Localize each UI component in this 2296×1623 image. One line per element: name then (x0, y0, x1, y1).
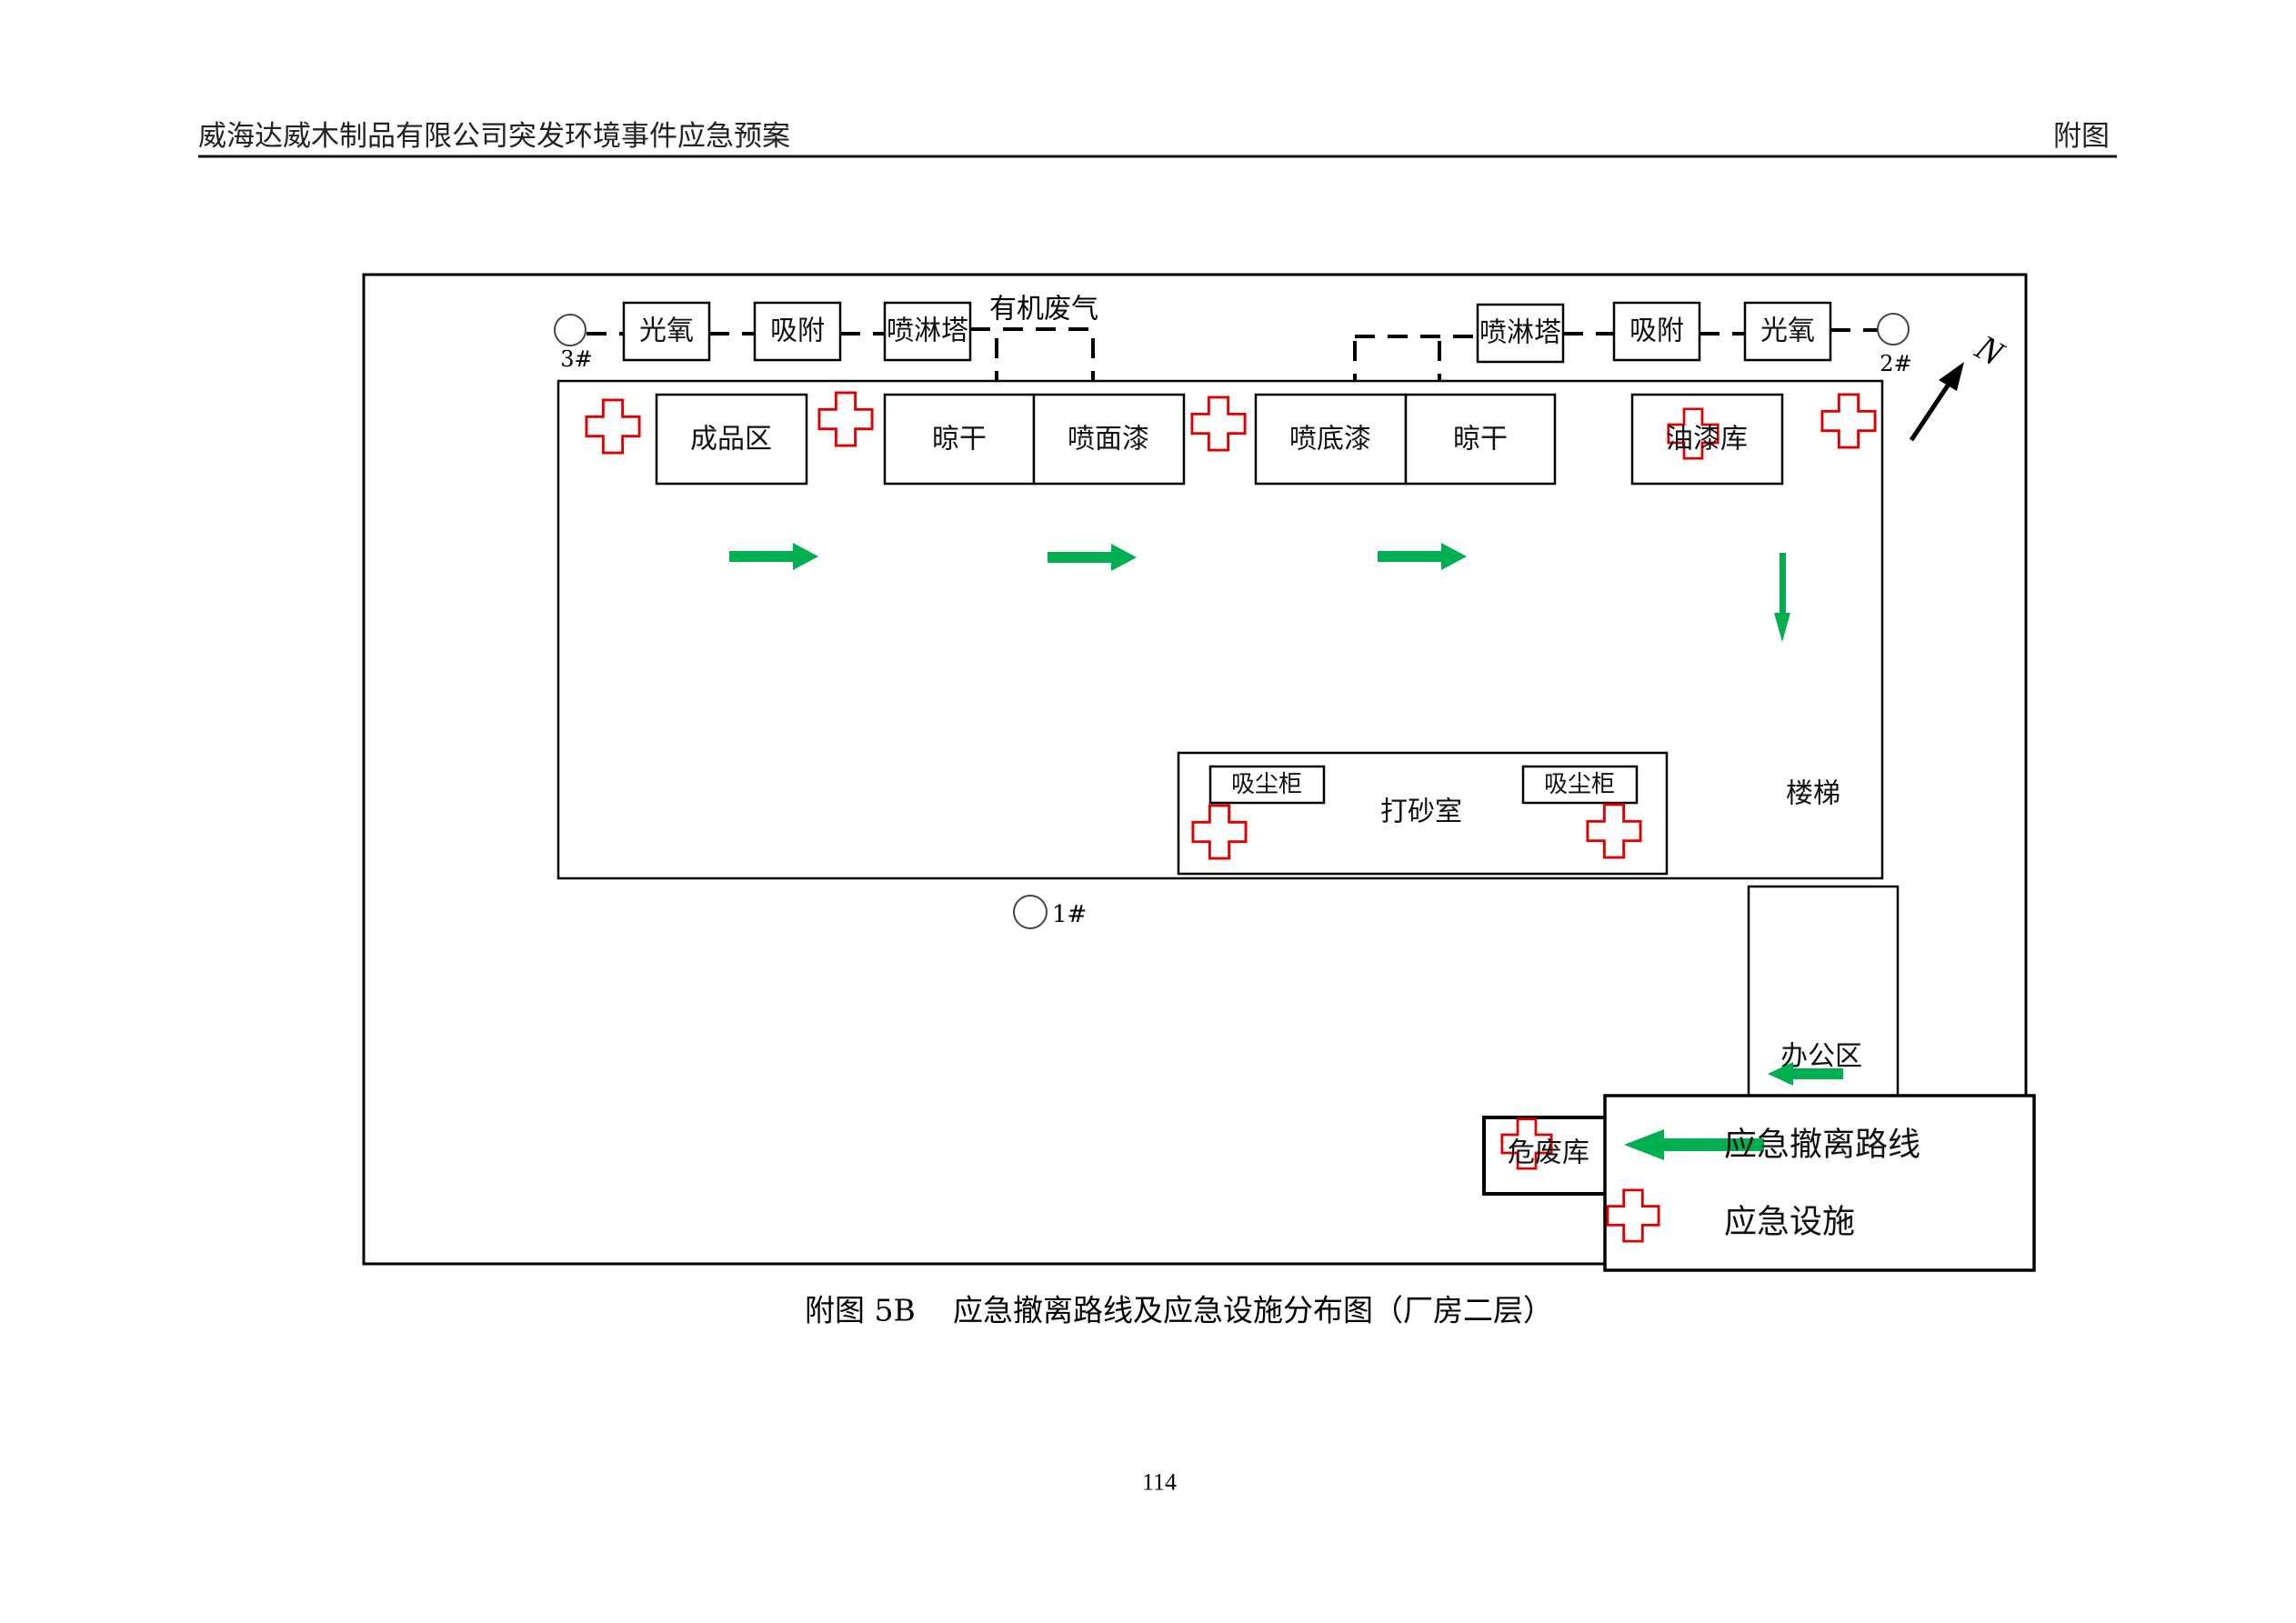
room-drying-1-label: 晾干 (932, 424, 987, 456)
route-arrow-right-icon (1048, 544, 1137, 571)
hazardous-waste-label: 危废库 (1508, 1137, 1589, 1169)
room-primer (1254, 393, 1408, 486)
room-finished-goods-label: 成品区 (690, 424, 772, 456)
treatment-label: 光氧 (639, 316, 694, 347)
treatment-label: 喷淋塔 (1479, 317, 1561, 349)
north-arrow: N (1909, 326, 2012, 442)
figure-caption: 附图 5B 应急撤离路线及应急设施分布图（厂房二层） (805, 1293, 1553, 1328)
dust-cabinet-label: 吸尘柜 (1231, 771, 1302, 798)
route-arrow-down-icon (1774, 553, 1790, 642)
exhaust-treatment-right: 喷淋塔 吸附 光氧 2# (1353, 301, 1912, 395)
route-arrow-right-icon (1378, 543, 1467, 570)
route-arrow-left-icon (1768, 1062, 1843, 1086)
treatment-label: 喷淋塔 (887, 316, 968, 347)
north-label: N (1968, 326, 2011, 375)
outlet-1-label: 1# (1052, 901, 1087, 928)
legend: 应急撤离路线 应急设施 (1603, 1094, 2036, 1272)
room-paint-store (1630, 393, 1784, 486)
treatment-label: 吸附 (770, 316, 825, 347)
caption-figure-no: 附图 5B (805, 1293, 916, 1328)
dust-cabinet (1521, 765, 1639, 805)
dust-cabinet (1208, 765, 1326, 805)
page-number: 114 (1142, 1469, 1177, 1496)
treatment-label: 吸附 (1629, 316, 1684, 347)
outlet-3-label: 3# (560, 346, 592, 372)
outlet-2-label: 2# (1880, 351, 1911, 376)
treatment-box (883, 301, 972, 362)
page-header: 威海达威木制品有限公司突发环境事件应急预案 附图 (198, 120, 2117, 158)
room-finished-goods (655, 393, 808, 486)
hazardous-waste-store (1482, 1116, 1613, 1196)
room-topcoat (1032, 393, 1186, 486)
room-paint-store-label: 油漆库 (1666, 424, 1748, 456)
room-drying-2-label: 晾干 (1453, 424, 1508, 456)
header-section: 附图 (2053, 120, 2110, 153)
exhaust-treatment-left: 3# 光氧 吸附 喷淋塔 有机废气 (554, 294, 1098, 395)
dust-cabinet-label: 吸尘柜 (1544, 771, 1615, 798)
stairs-label: 楼梯 (1786, 778, 1840, 810)
exhaust-label: 有机废气 (989, 294, 1098, 326)
sanding-room: 吸尘柜 吸尘柜 打砂室 (1177, 751, 1669, 876)
room-primer-label: 喷底漆 (1289, 424, 1371, 456)
room-sanding-label: 打砂室 (1380, 796, 1462, 828)
office-label: 办公区 (1780, 1041, 1862, 1073)
route-arrow-right-icon (729, 543, 818, 570)
north-arrow-head (1939, 362, 1964, 391)
room-topcoat-label: 喷面漆 (1068, 424, 1149, 456)
legend-route-label: 应急撤离路线 (1724, 1127, 1920, 1164)
legend-box (1603, 1094, 2036, 1272)
site-boundary (362, 273, 2028, 1266)
header-title: 威海达威木制品有限公司突发环境事件应急预案 (198, 120, 790, 153)
treatment-box (622, 301, 711, 362)
production-rooms: 成品区 晾干 喷面漆 喷底漆 晾干 油漆库 (655, 393, 1784, 486)
legend-route-arrow-icon (1624, 1129, 1764, 1160)
legend-facility-label: 应急设施 (1724, 1204, 1855, 1241)
treatment-label: 光氧 (1760, 316, 1815, 347)
treatment-box (1612, 301, 1701, 362)
caption-title: 应急撤离路线及应急设施分布图（厂房二层） (953, 1293, 1553, 1328)
outlet-3-icon (554, 314, 587, 346)
room-drying-2 (1404, 393, 1557, 486)
outlet-2-icon (1877, 313, 1910, 346)
outlet-1-icon (1013, 895, 1048, 929)
treatment-box (753, 301, 842, 362)
treatment-box (1476, 303, 1565, 364)
